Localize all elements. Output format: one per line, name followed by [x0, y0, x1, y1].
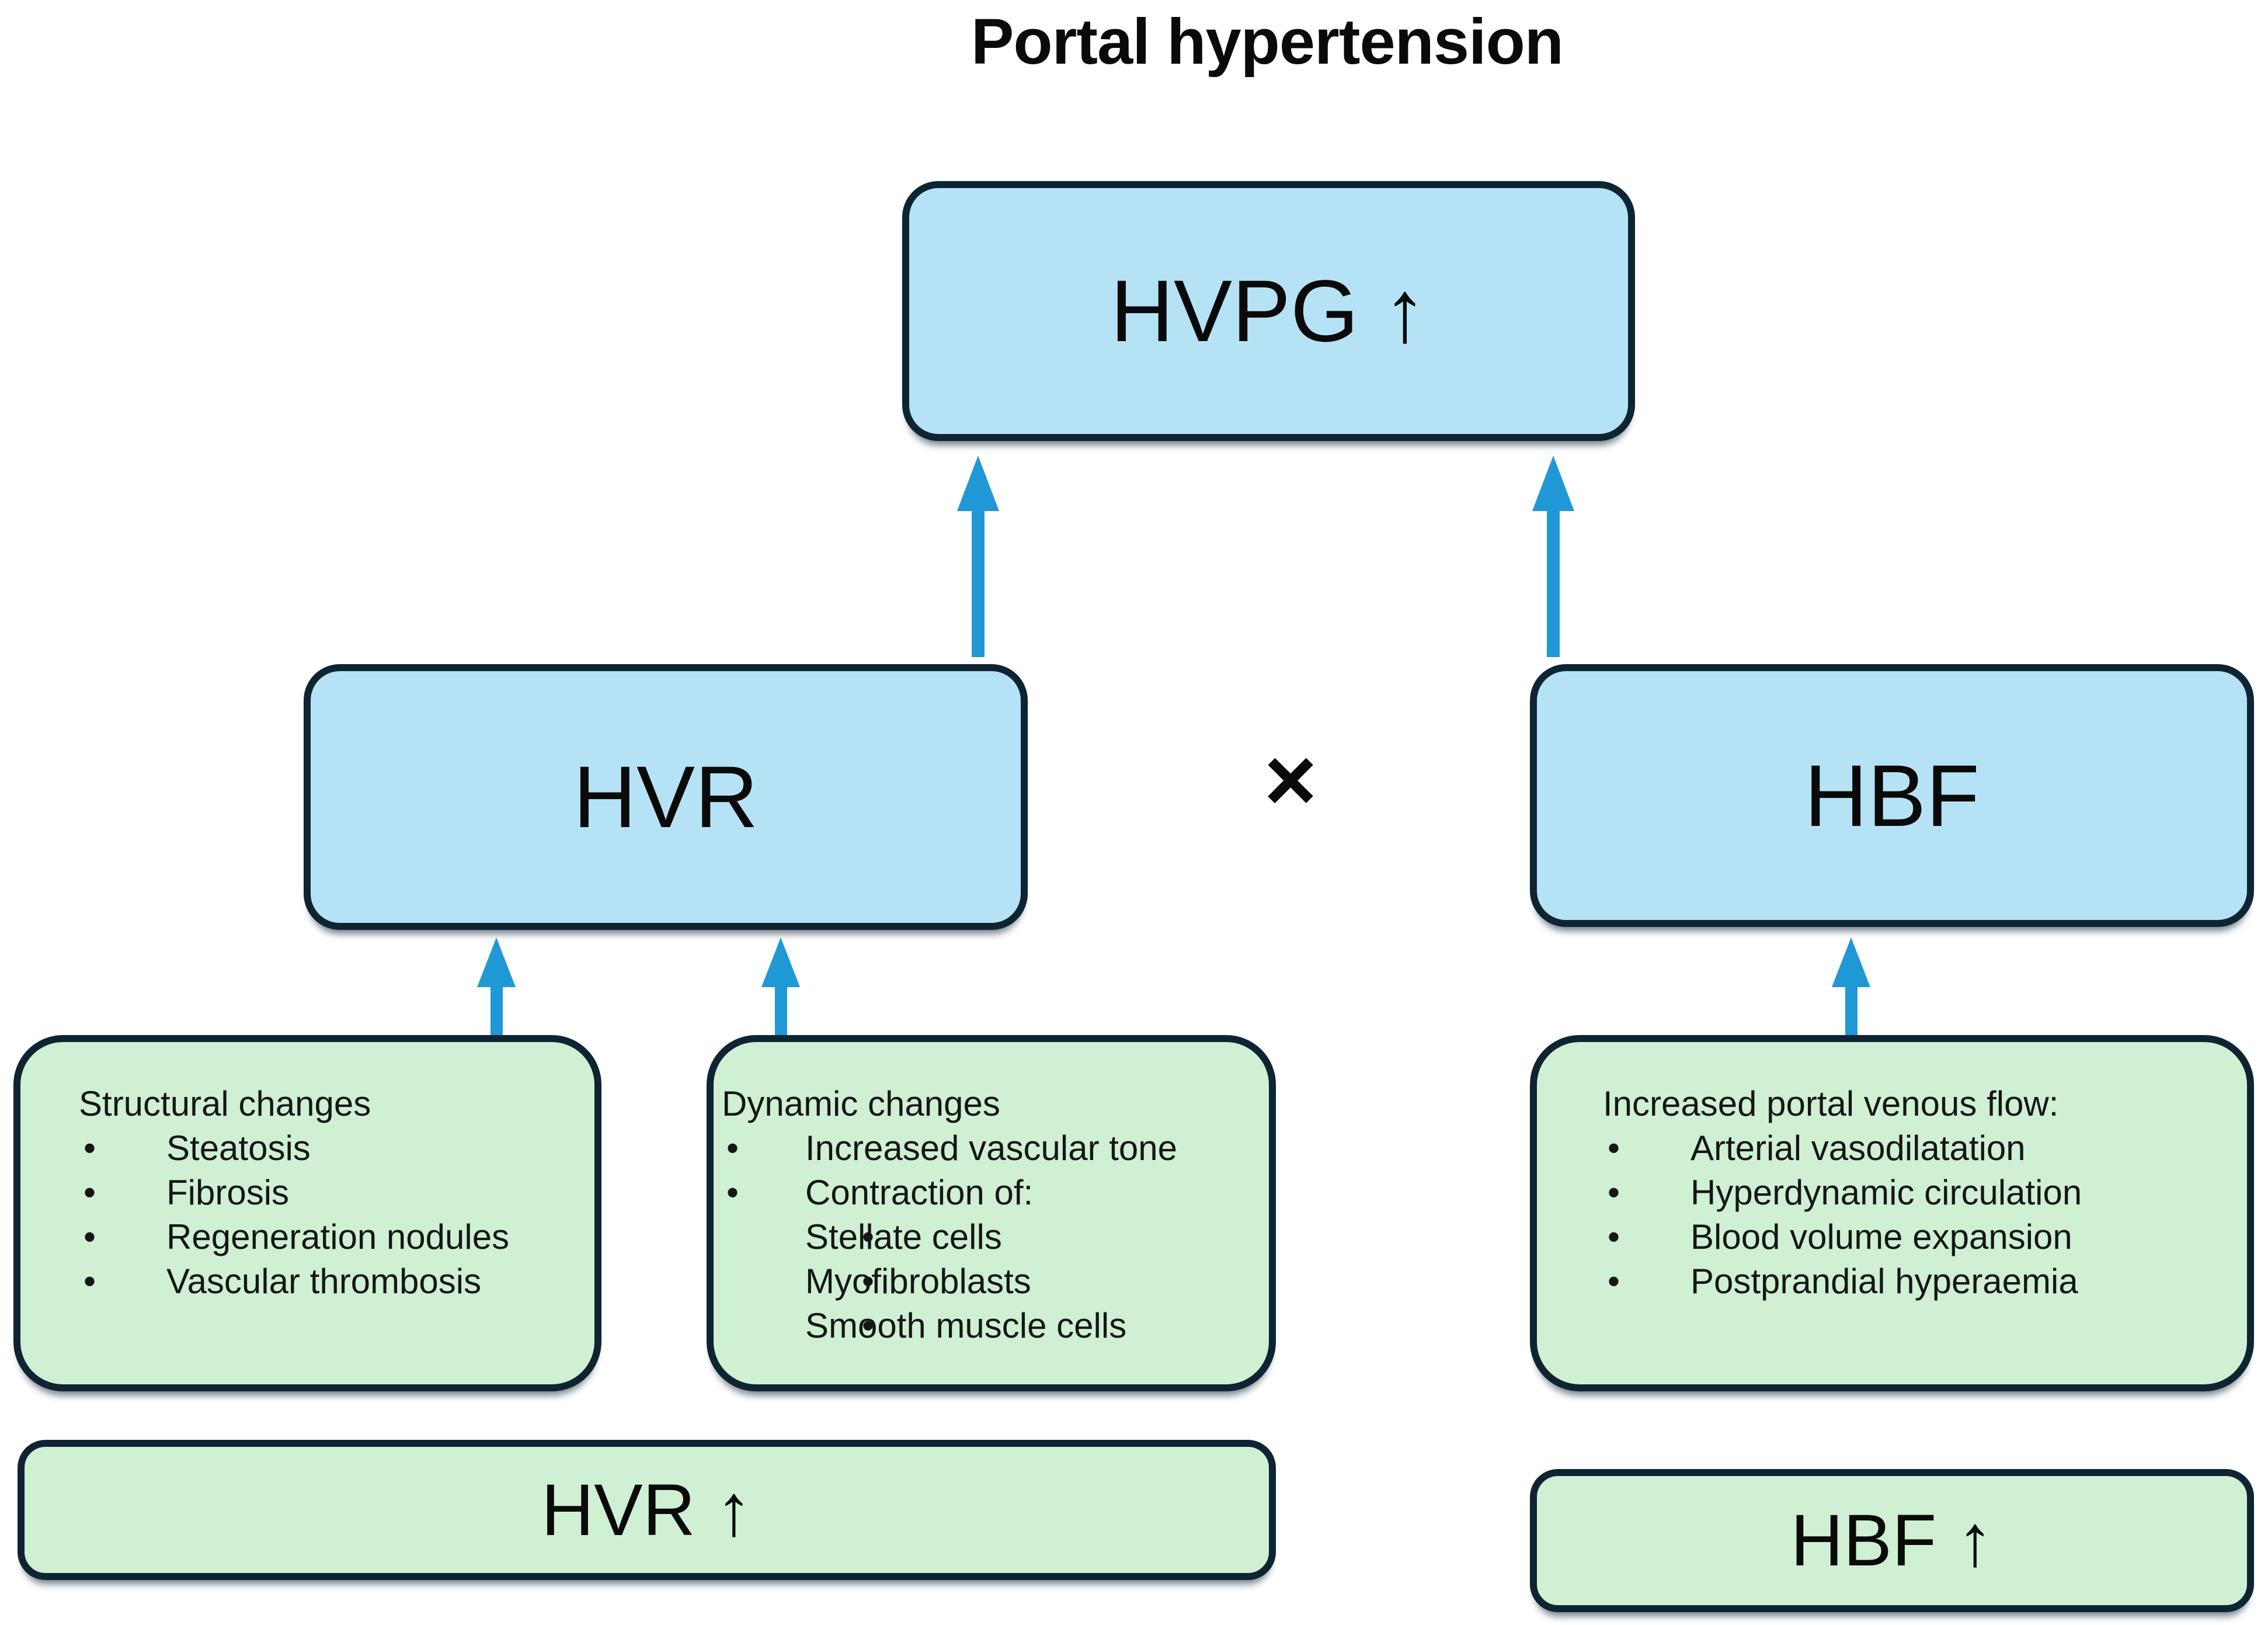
hvpg-label: HVPG ↑ — [1110, 262, 1427, 360]
hvr-node: HVR — [304, 664, 1028, 930]
bullet-icon: • — [726, 1129, 739, 1168]
bullet-icon: • — [84, 1173, 96, 1212]
hbf-node: HBF — [1530, 664, 2254, 927]
bullet-icon: • — [84, 1262, 96, 1301]
arrow-up-structural-to-hvr-icon — [477, 938, 516, 1035]
increased-portal-venous-flow-node — [1530, 1035, 2254, 1391]
bullet-icon: • — [1608, 1129, 1620, 1168]
bullet-icon: • — [1608, 1173, 1620, 1212]
hbf-increased-result-bar: HBF ↑ — [1530, 1469, 2254, 1612]
hvr-increased-result-bar: HVR ↑ — [18, 1440, 1276, 1580]
hbf-result-label: HBF ↑ — [1790, 1500, 1994, 1581]
structural-changes-node — [13, 1035, 601, 1391]
bullet-icon: • — [862, 1262, 875, 1301]
hvpg-node: HVPG ↑ — [902, 181, 1635, 441]
arrow-up-portalflow-to-hbf-icon — [1832, 938, 1870, 1035]
bullet-icon: • — [726, 1173, 739, 1212]
hbf-label: HBF — [1804, 746, 1980, 845]
arrow-up-hvr-to-hvpg-icon — [957, 456, 999, 657]
arrow-shaft — [490, 987, 503, 1035]
multiply-icon: × — [1264, 729, 1317, 830]
bullet-icon: • — [862, 1306, 875, 1345]
dynamic-changes-node — [707, 1035, 1276, 1391]
arrow-head — [1532, 456, 1574, 511]
bullet-icon: • — [84, 1129, 96, 1168]
arrow-shaft — [1547, 511, 1560, 657]
arrow-up-hbf-to-hvpg-icon — [1532, 456, 1574, 657]
hvr-result-label: HVR ↑ — [541, 1469, 753, 1551]
hvr-label: HVR — [573, 748, 759, 846]
diagram-title: Portal hypertension — [971, 6, 1564, 78]
bullet-icon: • — [862, 1217, 875, 1256]
bullet-icon: • — [84, 1217, 96, 1256]
bullet-icon: • — [1608, 1217, 1620, 1256]
arrow-head — [761, 938, 800, 987]
arrow-shaft — [972, 511, 985, 657]
arrow-up-dynamic-to-hvr-icon — [761, 938, 800, 1035]
arrow-head — [1832, 938, 1870, 987]
bullet-icon: • — [1608, 1262, 1620, 1301]
arrow-head — [957, 456, 999, 511]
arrow-shaft — [1845, 987, 1857, 1035]
arrow-head — [477, 938, 516, 987]
arrow-shaft — [774, 987, 787, 1035]
